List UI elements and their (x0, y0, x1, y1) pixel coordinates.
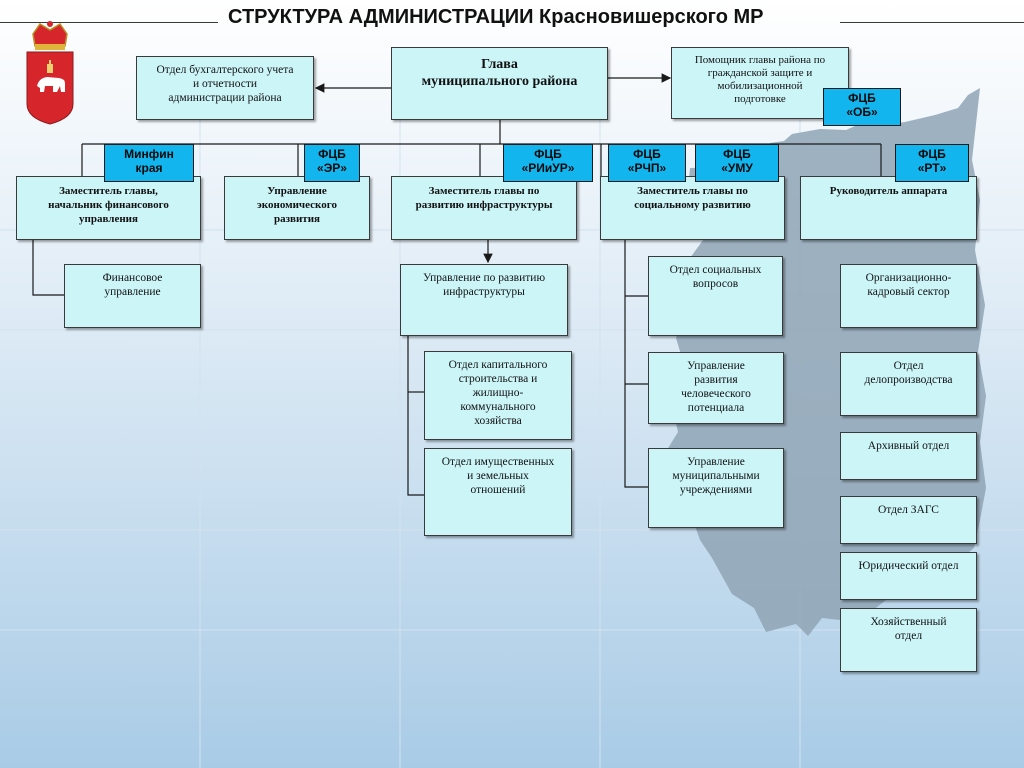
household-dept-box[interactable]: Хозяйственный отдел (840, 608, 977, 672)
municipal-institutions-box[interactable]: Управление муниципальными учреждениями (648, 448, 784, 528)
finance-branch (32, 240, 64, 296)
coat-of-arms-icon (26, 21, 74, 125)
title-rule-right (840, 22, 1024, 23)
assistant-box[interactable]: Помощник главы района по гражданской защ… (671, 47, 849, 119)
economy-box[interactable]: Управление экономического развития (224, 176, 370, 240)
tag-ob: ФЦБ «ОБ» (823, 88, 901, 126)
deputy-infrastructure-box[interactable]: Заместитель главы по развитию инфраструк… (391, 176, 577, 240)
page-title: СТРУКТУРА АДМИНИСТРАЦИИ Красновишерского… (228, 6, 764, 28)
deputy-finance-box[interactable]: Заместитель главы, начальник финансового… (16, 176, 201, 240)
social-issues-box[interactable]: Отдел социальных вопросов (648, 256, 783, 336)
infrastructure-mgmt-box[interactable]: Управление по развитию инфраструктуры (400, 264, 568, 336)
legal-dept-box[interactable]: Юридический отдел (840, 552, 977, 600)
tag-riur: ФЦБ «РИиУР» (503, 144, 593, 182)
tag-er: ФЦБ «ЭР» (304, 144, 360, 182)
records-dept-box[interactable]: Отдел делопроизводства (840, 352, 977, 416)
zags-dept-box[interactable]: Отдел ЗАГС (840, 496, 977, 544)
tag-rt: ФЦБ «РТ» (895, 144, 969, 182)
infra-branch (407, 336, 424, 496)
head-box[interactable]: Глава муниципального района (391, 47, 608, 120)
tag-rchp: ФЦБ «РЧП» (608, 144, 686, 182)
apparatus-head-box[interactable]: Руководитель аппарата (800, 176, 977, 240)
tag-umu: ФЦБ «УМУ (695, 144, 779, 182)
hr-sector-box[interactable]: Организационно- кадровый сектор (840, 264, 977, 328)
human-potential-box[interactable]: Управление развития человеческого потенц… (648, 352, 784, 424)
accounting-box[interactable]: Отдел бухгалтерского учета и отчетности … (136, 56, 314, 120)
archive-dept-box[interactable]: Архивный отдел (840, 432, 977, 480)
title-rule-left (0, 22, 218, 23)
tag-minfin: Минфин края (104, 144, 194, 182)
capital-construction-box[interactable]: Отдел капитального строительства и жилищ… (424, 351, 572, 440)
finance-dept-box[interactable]: Финансовое управление (64, 264, 201, 328)
social-branch (624, 240, 648, 488)
property-relations-box[interactable]: Отдел имущественных и земельных отношени… (424, 448, 572, 536)
deputy-social-box[interactable]: Заместитель главы по социальному развити… (600, 176, 785, 240)
